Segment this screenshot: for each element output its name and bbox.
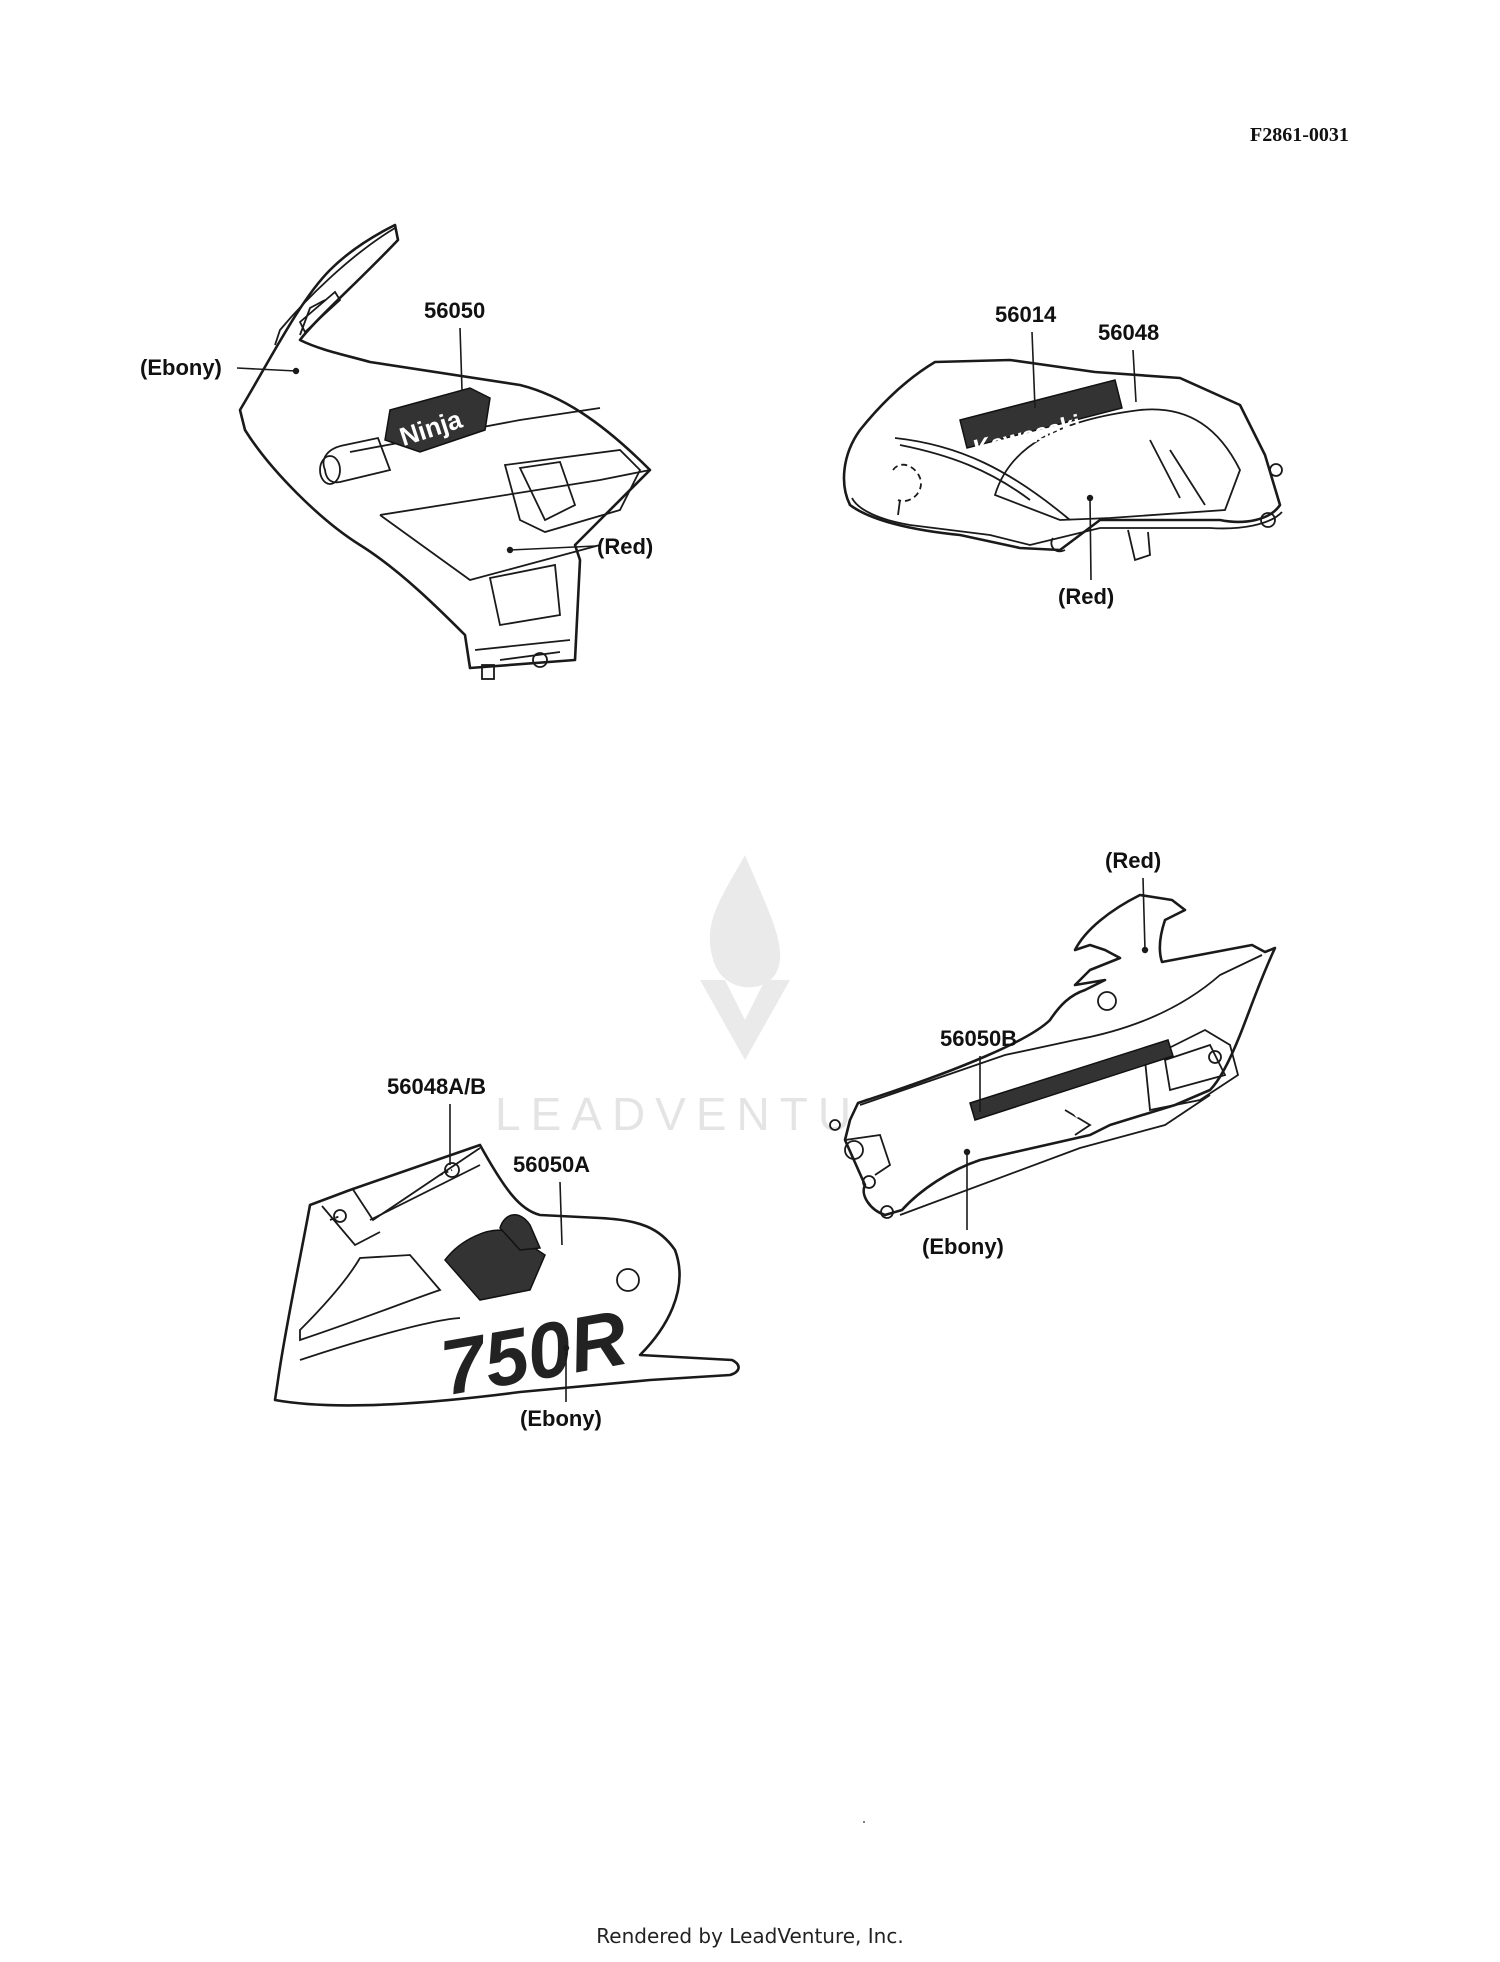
side-cover-outline (843, 893, 1277, 1217)
callout-fuel-tank-red: (Red) (1058, 584, 1114, 609)
callout-upper-cowl-red: (Red) (597, 534, 653, 559)
callout-56050b: 56050B (940, 1026, 1017, 1051)
upper-cowl: Ninja 56050 (Ebony) (Red) (140, 223, 653, 680)
figure-number: F2861-0031 (1250, 124, 1349, 146)
callout-side-cover-ebony: (Ebony) (922, 1234, 1004, 1259)
speck (863, 1821, 865, 1823)
footer-text: Rendered by LeadVenture, Inc. (596, 1924, 904, 1948)
callout-56048ab: 56048A/B (387, 1074, 486, 1099)
upper-cowl-outline (238, 223, 652, 670)
kawasaki-decal: Kawasaki (959, 379, 1123, 462)
ninja-decal: Ninja (384, 387, 491, 453)
callout-56050a: 56050A (513, 1152, 590, 1177)
fuel-tank: Kawasaki 56014 56048 (Red) (842, 302, 1283, 609)
fuel-tank-outline (842, 358, 1282, 552)
callout-lower-cowl-ebony: (Ebony) (520, 1406, 602, 1431)
callout-upper-cowl-ebony: (Ebony) (140, 355, 222, 380)
callout-56048: 56048 (1098, 320, 1159, 345)
callout-side-cover-red: (Red) (1105, 848, 1161, 873)
callout-56014: 56014 (995, 302, 1057, 327)
side-cover: TWIN-CAM 8 VALVE (Red) 56050B (Ebony) (829, 848, 1277, 1259)
callout-56050: 56050 (424, 298, 485, 323)
